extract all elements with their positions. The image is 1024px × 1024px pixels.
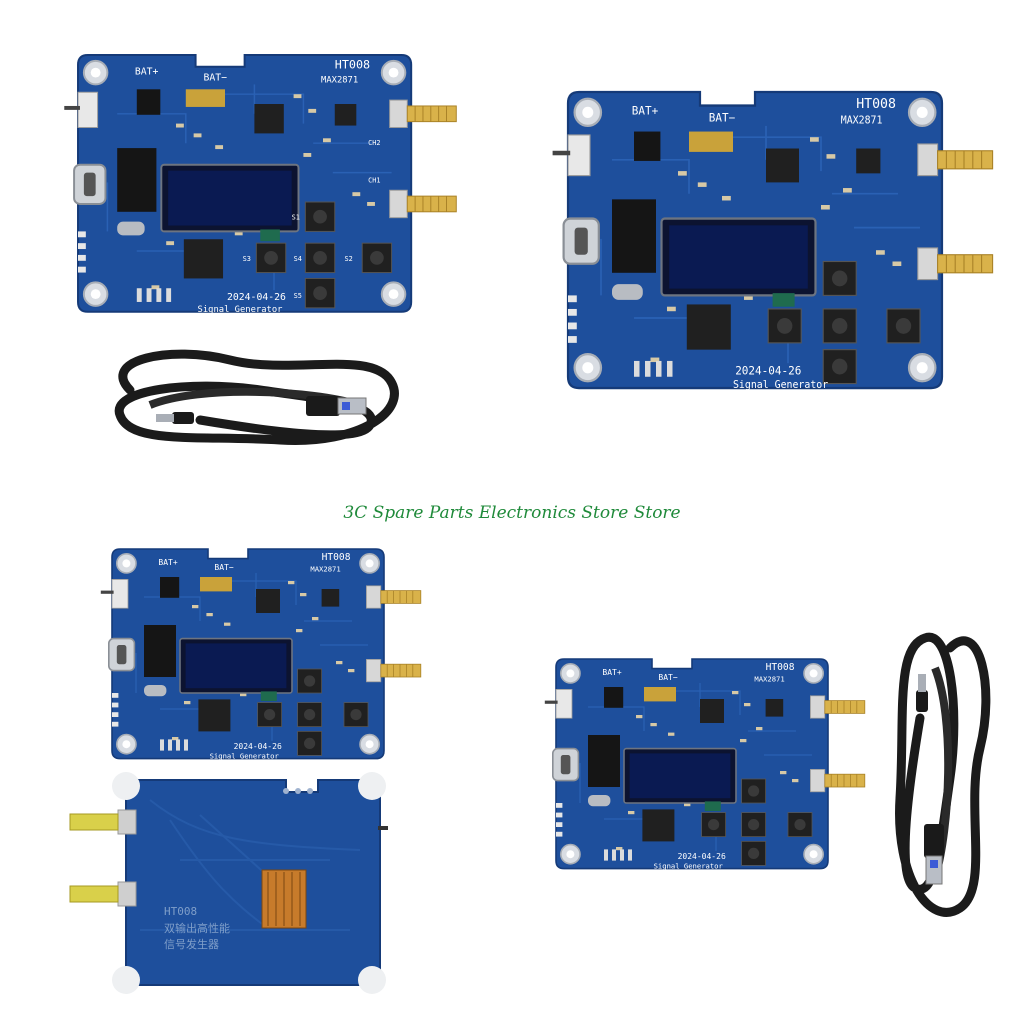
board-s4-label: S4	[294, 255, 302, 263]
board-bat-plus-label: BAT+	[135, 67, 159, 78]
board-s5-label: S5	[294, 292, 302, 300]
back-line2-label: 信号发生器	[164, 937, 219, 951]
board3-bat-minus-label: BAT−	[214, 563, 233, 572]
board4-bat-plus-label: BAT+	[602, 668, 621, 677]
back-model-label: HT008	[164, 905, 197, 918]
board2-model-label: HT008	[856, 97, 896, 112]
board2-subtitle-label: Signal Generator	[733, 380, 828, 391]
board-back-side: HT008 双输出高性能 信号发生器	[69, 772, 388, 994]
back-line1-label: 双输出高性能	[164, 921, 230, 935]
board2-bat-minus-label: BAT−	[709, 111, 736, 124]
board4-chip-label: MAX2871	[754, 674, 784, 683]
store-watermark: 3C Spare Parts Electronics Store Store	[343, 503, 681, 523]
board-date-label: 2024-04-26	[227, 292, 286, 303]
board-s3-label: S3	[243, 255, 251, 263]
board-bottom-left-front: BAT+ BAT− HT008 MAX2871 2024-04-26 Signa…	[100, 548, 422, 761]
board3-date-label: 2024-04-26	[234, 742, 282, 751]
usb-cable-top-left	[119, 354, 394, 440]
board-subtitle-label: Signal Generator	[198, 305, 283, 315]
board-s1-label: S1	[292, 214, 300, 222]
board-ch2-label: CH2	[368, 139, 380, 147]
board2-chip-label: MAX2871	[841, 116, 883, 127]
board2-bat-plus-label: BAT+	[632, 104, 659, 117]
board-bottom-right: BAT+ BAT− HT008 MAX2871 2024-04-26 Signa…	[543, 658, 866, 871]
board3-bat-plus-label: BAT+	[158, 558, 177, 567]
board4-subtitle-label: Signal Generator	[654, 862, 724, 871]
board4-date-label: 2024-04-26	[678, 852, 726, 861]
board-chip-label: MAX2871	[321, 75, 358, 85]
board3-subtitle-label: Signal Generator	[210, 752, 280, 761]
board4-model-label: HT008	[766, 662, 795, 673]
board2-date-label: 2024-04-26	[735, 364, 801, 377]
board-top-left: BAT+ BAT− HT008 MAX2871 CH2 CH1 2024-04-…	[63, 54, 458, 315]
board-ch1-label: CH1	[368, 176, 380, 184]
board4-bat-minus-label: BAT−	[658, 673, 677, 682]
board-model-label: HT008	[335, 58, 370, 72]
board3-chip-label: MAX2871	[310, 564, 340, 573]
board3-model-label: HT008	[322, 552, 351, 563]
usb-cable-right	[900, 637, 986, 912]
board-s2-label: S2	[345, 255, 353, 263]
board-bat-minus-label: BAT−	[203, 72, 227, 83]
board-top-right: BAT+ BAT− HT008 MAX2871 2024-04-26 Signa…	[551, 90, 994, 391]
